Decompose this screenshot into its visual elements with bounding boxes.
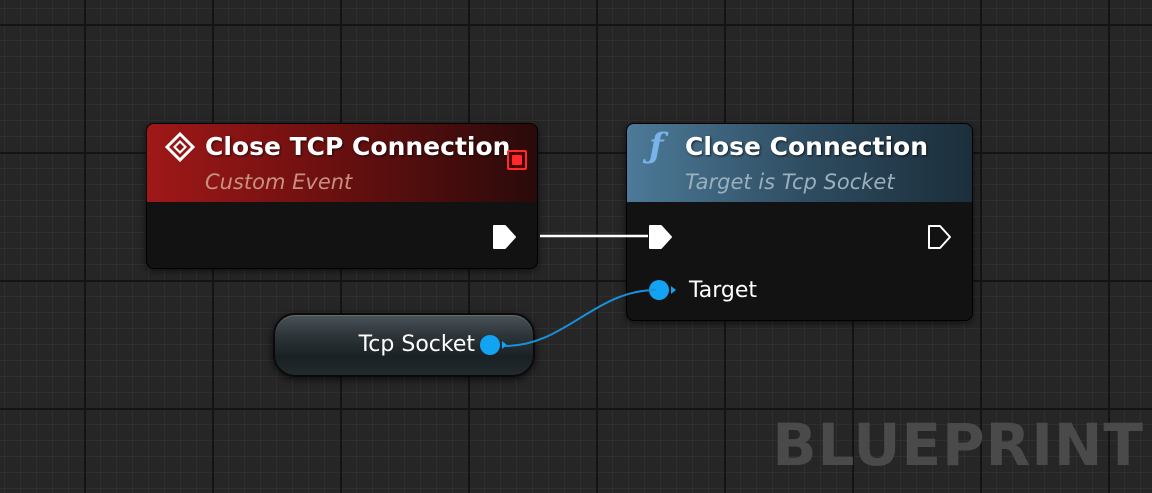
delegate-output-pin[interactable] (507, 150, 527, 170)
event-node-close-tcp-connection[interactable]: Close TCP Connection Custom Event (146, 123, 538, 269)
exec-output-pin-icon[interactable] (926, 224, 952, 250)
event-diamond-icon (165, 132, 195, 162)
event-node-subtitle: Custom Event (205, 170, 353, 194)
tcp-socket-variable-label: Tcp Socket (358, 332, 475, 357)
function-node-header[interactable]: ƒ Close Connection Target is Tcp Socket (627, 124, 972, 202)
exec-output-pin-icon[interactable] (491, 224, 517, 250)
function-node-close-connection[interactable]: ƒ Close Connection Target is Tcp Socket … (626, 123, 973, 321)
exec-input-pin-icon[interactable] (647, 224, 673, 250)
tcp-socket-output-pin-icon[interactable] (477, 332, 511, 358)
function-node-title: Close Connection (685, 132, 929, 161)
tcp-socket-variable-node[interactable]: Tcp Socket (273, 313, 535, 377)
data-wire-tcp-socket[interactable] (504, 289, 657, 347)
target-pin-label: Target (689, 278, 758, 303)
target-input-pin-icon[interactable] (647, 277, 679, 303)
event-node-header[interactable]: Close TCP Connection Custom Event (147, 124, 537, 202)
event-node-title: Close TCP Connection (205, 132, 511, 161)
blueprint-watermark: BLUEPRINT (772, 411, 1144, 479)
function-f-icon: ƒ (649, 126, 664, 166)
function-node-subtitle: Target is Tcp Socket (685, 170, 895, 194)
